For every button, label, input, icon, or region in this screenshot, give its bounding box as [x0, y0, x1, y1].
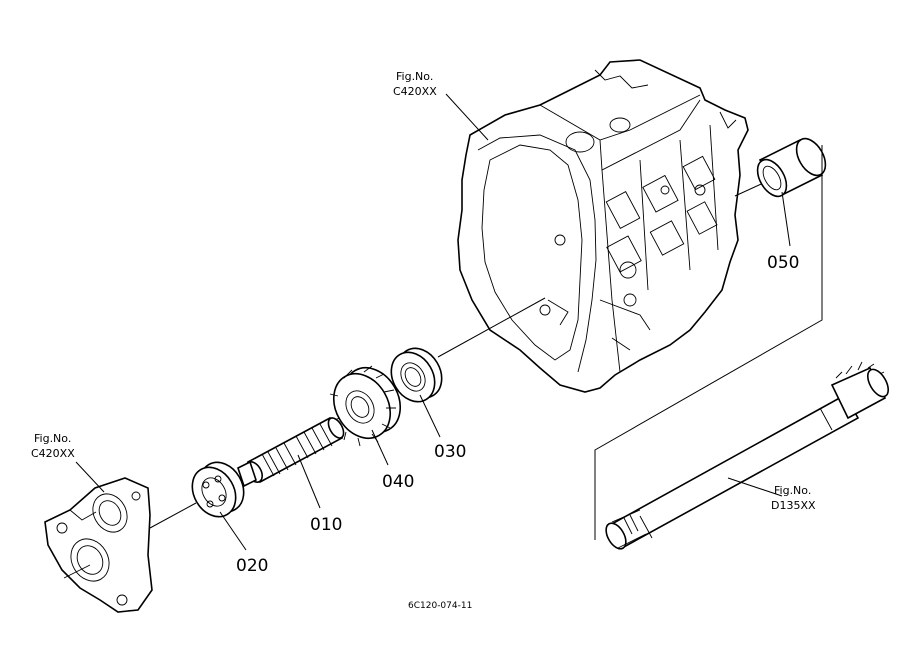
- gear-040: [329, 365, 402, 447]
- housing-ref-line2: C420XX: [393, 85, 437, 98]
- bushing-050: [756, 137, 827, 198]
- bracket-line: [594, 145, 823, 540]
- leader-010: [297, 454, 321, 509]
- leader-040: [371, 429, 389, 466]
- shaft-ref-line2: D135XX: [771, 499, 816, 512]
- bearing-030: [390, 347, 443, 403]
- axis-line-main: [437, 297, 546, 358]
- part-label-030: 030: [434, 442, 466, 462]
- leader-shaft-ref: [727, 477, 783, 497]
- leader-020: [219, 511, 247, 551]
- drawing-code: 6C120-074-11: [408, 601, 472, 611]
- part-label-040: 040: [382, 472, 414, 492]
- shaft-010: [237, 416, 345, 488]
- cover-ref-line2: C420XX: [31, 447, 75, 460]
- transmission-housing: [457, 59, 749, 393]
- leader-050: [781, 191, 791, 247]
- housing-ref-line1: Fig.No.: [396, 70, 433, 83]
- part-label-050: 050: [767, 253, 799, 273]
- part-label-020: 020: [236, 556, 268, 576]
- shaft-ref-line1: Fig.No.: [774, 484, 811, 497]
- leader-cover-ref: [75, 461, 105, 493]
- bearing-020: [191, 461, 245, 518]
- cover-ref-line1: Fig.No.: [34, 432, 71, 445]
- leader-housing-ref: [445, 93, 489, 141]
- leader-030: [419, 394, 441, 438]
- part-label-010: 010: [310, 515, 342, 535]
- long-shaft: [605, 361, 890, 550]
- bearing-cover: [44, 477, 153, 613]
- axis-line-lower: [149, 502, 197, 529]
